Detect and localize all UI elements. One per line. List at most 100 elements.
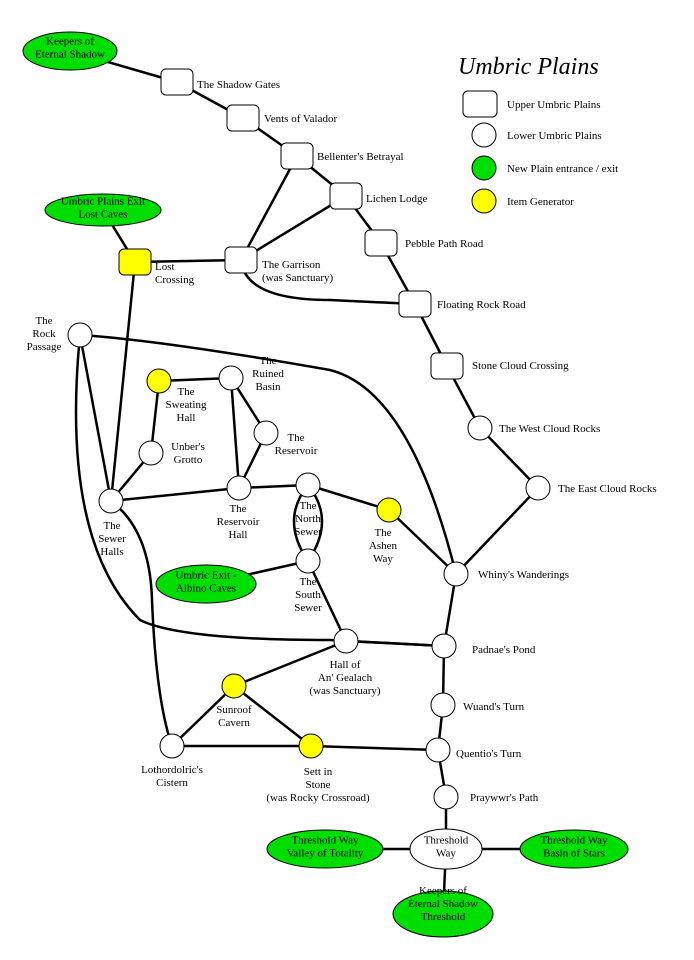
location-lichen-lodge: Lichen Lodge (329, 182, 428, 210)
location-label: Floating Rock Road (437, 299, 526, 311)
location-label-line: Halls (100, 546, 123, 558)
location-label-line: Whiny's Wanderings (478, 569, 569, 581)
location-label-line: The (299, 576, 316, 588)
location-padnaes-pond: Padnae's Pond (431, 633, 536, 659)
location-garrison: The Garrison(was Sanctuary) (224, 246, 334, 284)
location-label-line: Hall (229, 529, 248, 541)
location-label-line: Lichen Lodge (366, 193, 428, 205)
edge-ashen-way-to-whinys (388, 509, 457, 575)
location-label-line: Padnae's Pond (472, 644, 536, 656)
node-circle (525, 475, 551, 501)
node-circle (218, 365, 244, 391)
node-circle (333, 628, 359, 654)
location-label: Pebble Path Road (405, 238, 484, 250)
location-label: Umbric Exit -Albino Caves (175, 570, 236, 595)
node-circle (67, 322, 93, 348)
node-square (364, 229, 398, 257)
node-circle (266, 829, 384, 869)
location-label-line: The (103, 520, 120, 532)
legend-item: New Plain entrance / exit (471, 155, 618, 181)
edge-rock-passage-to-padnaes-pond (74, 334, 445, 648)
location-floating-rock: Floating Rock Road (398, 290, 526, 318)
location-quentios-turn: Quentio's Turn (425, 737, 522, 763)
location-label-line: Umbric Plains Exit (61, 196, 145, 208)
location-label-line: The (35, 315, 52, 327)
location-label: Stone Cloud Crossing (472, 360, 569, 372)
location-label-line: Eternal Shadow (408, 898, 478, 910)
location-label-line: Reservoir (217, 516, 260, 528)
node-circle (295, 472, 321, 498)
location-label-line: The (374, 527, 391, 539)
map-title: Umbric Plains (458, 54, 599, 80)
location-label: The West Cloud Rocks (499, 423, 600, 435)
node-circle (431, 633, 457, 659)
location-stone-cloud: Stone Cloud Crossing (430, 352, 569, 380)
location-wuands-turn: Wuand's Turn (430, 692, 525, 718)
location-label-line: Threshold Way (291, 835, 359, 847)
edge-rock-passage-to-sewer-halls (78, 334, 113, 502)
location-whinys: Whiny's Wanderings (443, 561, 569, 587)
legend-circle-swatch (471, 188, 497, 214)
edge-north-sewer-to-ashen-way (307, 483, 390, 512)
node-square (398, 290, 432, 318)
location-label-line: Lothordolric's (141, 764, 203, 776)
location-label: The Shadow Gates (197, 79, 280, 91)
location-label: Vents of Valador (264, 113, 337, 125)
location-label-line: Bellenter's Betrayal (317, 151, 404, 163)
location-label-line: Sewer (294, 602, 322, 614)
location-label-line: Sunroof (216, 704, 252, 716)
legend-item: Lower Umbric Plains (471, 122, 602, 148)
edge-west-cloud-to-east-cloud (479, 427, 539, 489)
location-label-line: The Shadow Gates (197, 79, 280, 91)
legend-item: Upper Umbric Plains (462, 90, 600, 118)
location-label-line: Threshold (424, 835, 469, 847)
location-bellenter: Bellenter's Betrayal (280, 142, 404, 170)
location-label-line: Lost (155, 261, 175, 273)
edge-garrison-to-lost-crossing (134, 258, 242, 264)
location-label-line: Sett in (304, 766, 333, 778)
location-label-line: Threshold (421, 911, 466, 923)
location-label: Wuand's Turn (463, 701, 525, 713)
location-label-line: Floating Rock Road (437, 299, 526, 311)
node-square (280, 142, 314, 170)
location-label-line: Grotto (174, 454, 203, 466)
location-label-line: (was Sanctuary) (309, 685, 381, 697)
node-circle (298, 733, 324, 759)
location-label-line: Unber's (171, 441, 205, 453)
legend-label: New Plain entrance / exit (507, 163, 618, 175)
legend-label: Upper Umbric Plains (507, 99, 600, 111)
location-label: Padnae's Pond (472, 644, 536, 656)
node-circle (425, 737, 451, 763)
legend-label: Lower Umbric Plains (507, 130, 602, 142)
location-east-cloud: The East Cloud Rocks (525, 475, 657, 501)
node-circle (226, 475, 252, 501)
location-label-line: Way (436, 848, 456, 860)
location-label-line: Stone Cloud Crossing (472, 360, 569, 372)
location-label: Whiny's Wanderings (478, 569, 569, 581)
location-label: The East Cloud Rocks (558, 483, 657, 495)
node-circle (392, 890, 494, 938)
location-label-line: Sewer (294, 526, 322, 538)
node-circle (443, 561, 469, 587)
location-label-line: The (287, 432, 304, 444)
location-label-line: Keepers of (419, 885, 467, 897)
